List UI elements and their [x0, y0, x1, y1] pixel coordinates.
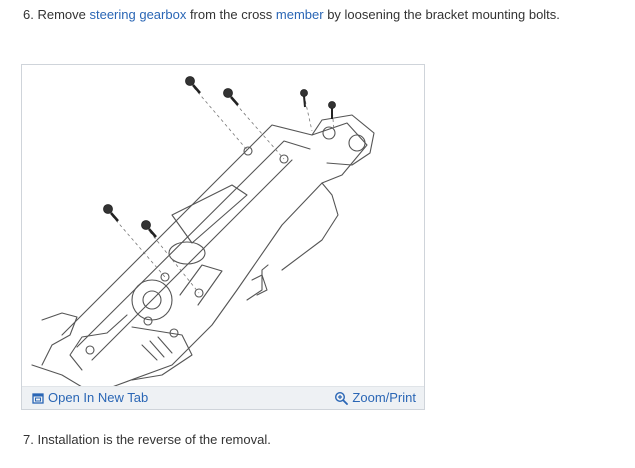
member-link[interactable]: member [275, 7, 324, 22]
step-7-text: 7. Installation is the reverse of the re… [23, 432, 271, 447]
open-in-new-tab-label: Open In New Tab [48, 390, 149, 405]
step-6-suffix: by loosening the bracket mounting bolts. [323, 7, 560, 22]
zoom-print-button[interactable]: Zoom/Print [334, 390, 416, 405]
steering-gearbox-link[interactable]: steering gearbox [89, 7, 187, 22]
open-in-new-tab-button[interactable]: Open In New Tab [32, 390, 148, 405]
gearbox-illustration [31, 76, 375, 387]
figure-toolbar: Open In New Tab Zoom/Print [22, 386, 424, 409]
step-6-prefix: 6. Remove [23, 7, 90, 22]
new-tab-icon [32, 392, 44, 404]
gearbox-figure: Open In New Tab Zoom/Print [21, 64, 425, 410]
zoom-icon [335, 391, 349, 405]
step-6-middle: from the cross [186, 7, 276, 22]
zoom-print-label: Zoom/Print [352, 390, 416, 405]
step-6-text: 6. Remove steering gearbox from the cros… [23, 7, 560, 23]
